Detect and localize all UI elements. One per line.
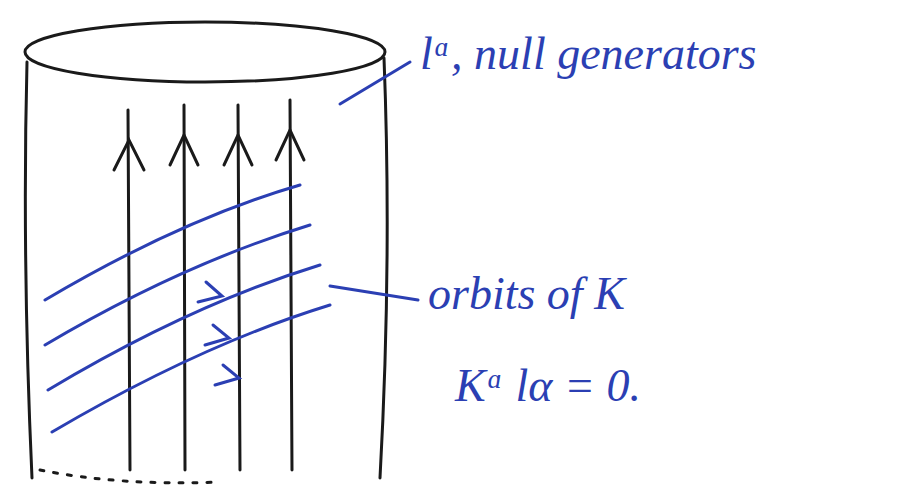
orbit-label: orbits of K <box>428 268 625 321</box>
cylinder-bottom <box>40 470 220 483</box>
condition-label: Kᵅ lα = 0. <box>455 360 641 413</box>
cylinder-right-edge <box>380 58 387 478</box>
cylinder-top <box>25 22 385 82</box>
leader-line <box>340 62 410 104</box>
orbits-of-k <box>45 62 418 432</box>
null-generators <box>114 100 304 470</box>
generator-label: lᵅ, null generators <box>420 28 757 81</box>
cylinder-left-edge <box>25 62 32 478</box>
leader-line <box>330 286 418 300</box>
